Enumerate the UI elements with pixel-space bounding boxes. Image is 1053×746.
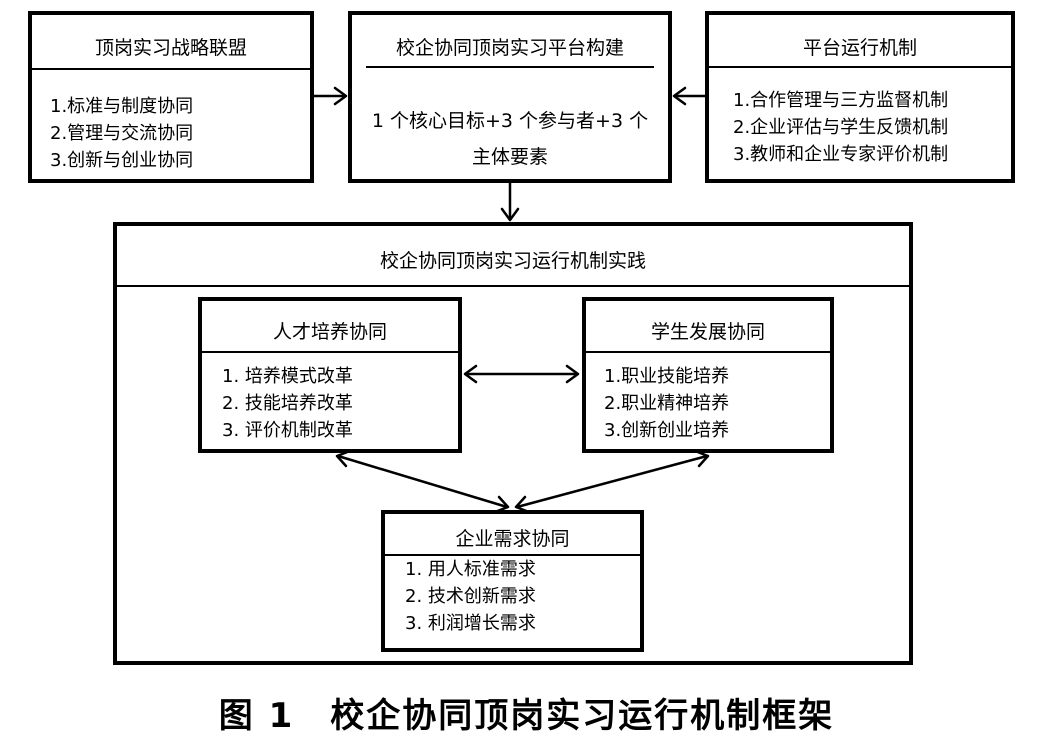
figure-title: 校企协同顶岗实习运行机制框架 bbox=[330, 696, 835, 736]
mechanism-box: 平台运行机制 1.合作管理与三方监督机制 2.企业评估与学生反馈机制 3.教师和… bbox=[705, 11, 1015, 183]
talent-box: 人才培养协同 1. 培养模式改革 2. 技能培养改革 3. 评价机制改革 bbox=[198, 297, 462, 453]
mechanism-items: 1.合作管理与三方监督机制 2.企业评估与学生反馈机制 3.教师和企业专家评价机… bbox=[733, 87, 948, 168]
student-item: 2.职业精神培养 bbox=[604, 393, 730, 414]
arrowhead-mechanism-to-platform bbox=[672, 86, 687, 106]
talent-title: 人才培养协同 bbox=[272, 321, 387, 343]
platform-box: 校企协同顶岗实习平台构建 1 个核心目标+3 个参与者+3 个 主体要素 bbox=[348, 11, 672, 183]
practice-divider bbox=[117, 285, 909, 287]
alliance-item: 1.标准与制度协同 bbox=[50, 96, 194, 117]
alliance-items: 1.标准与制度协同 2.管理与交流协同 3.创新与创业协同 bbox=[50, 93, 193, 174]
alliance-box: 顶岗实习战略联盟 1.标准与制度协同 2.管理与交流协同 3.创新与创业协同 bbox=[28, 11, 314, 183]
figure-number: 图 1 bbox=[218, 696, 295, 736]
alliance-title: 顶岗实习战略联盟 bbox=[94, 37, 247, 59]
platform-body: 1 个核心目标+3 个参与者+3 个 主体要素 bbox=[352, 103, 668, 175]
enterprise-title: 企业需求协同 bbox=[455, 528, 570, 550]
arrowhead-alliance-to-platform bbox=[333, 86, 348, 106]
student-title: 学生发展协同 bbox=[650, 321, 765, 343]
mechanism-title: 平台运行机制 bbox=[802, 37, 917, 59]
enterprise-divider bbox=[385, 554, 640, 556]
platform-title: 校企协同顶岗实习平台构建 bbox=[395, 37, 624, 59]
mechanism-item: 3.教师和企业专家评价机制 bbox=[733, 144, 949, 165]
student-items: 1.职业技能培养 2.职业精神培养 3.创新创业培养 bbox=[604, 363, 729, 444]
student-item: 3.创新创业培养 bbox=[604, 420, 730, 441]
talent-items: 1. 培养模式改革 2. 技能培养改革 3. 评价机制改革 bbox=[222, 363, 353, 444]
talent-item: 2. 技能培养改革 bbox=[222, 393, 353, 414]
mechanism-divider bbox=[709, 66, 1011, 68]
enterprise-items: 1. 用人标准需求 2. 技术创新需求 3. 利润增长需求 bbox=[405, 556, 536, 637]
student-item: 1.职业技能培养 bbox=[604, 366, 730, 387]
alliance-item: 3.创新与创业协同 bbox=[50, 150, 194, 171]
arrowhead-platform-to-practice bbox=[500, 207, 520, 222]
enterprise-item: 1. 用人标准需求 bbox=[405, 559, 536, 580]
student-divider bbox=[586, 351, 830, 353]
mechanism-item: 1.合作管理与三方监督机制 bbox=[733, 90, 949, 111]
talent-item: 3. 评价机制改革 bbox=[222, 420, 353, 441]
enterprise-item: 2. 技术创新需求 bbox=[405, 586, 536, 607]
mechanism-item: 2.企业评估与学生反馈机制 bbox=[733, 117, 949, 138]
platform-divider bbox=[366, 66, 654, 68]
platform-line2: 主体要素 bbox=[471, 146, 548, 168]
platform-line1: 1 个核心目标+3 个参与者+3 个 bbox=[371, 110, 649, 132]
alliance-item: 2.管理与交流协同 bbox=[50, 123, 194, 144]
enterprise-box: 企业需求协同 1. 用人标准需求 2. 技术创新需求 3. 利润增长需求 bbox=[381, 510, 644, 652]
practice-title: 校企协同顶岗实习运行机制实践 bbox=[379, 250, 646, 272]
talent-divider bbox=[202, 351, 458, 353]
talent-item: 1. 培养模式改革 bbox=[222, 366, 353, 387]
alliance-divider bbox=[32, 68, 310, 70]
enterprise-item: 3. 利润增长需求 bbox=[405, 613, 536, 634]
figure-caption: 图 1 校企协同顶岗实习运行机制框架 bbox=[0, 688, 1053, 737]
student-box: 学生发展协同 1.职业技能培养 2.职业精神培养 3.创新创业培养 bbox=[582, 297, 834, 453]
